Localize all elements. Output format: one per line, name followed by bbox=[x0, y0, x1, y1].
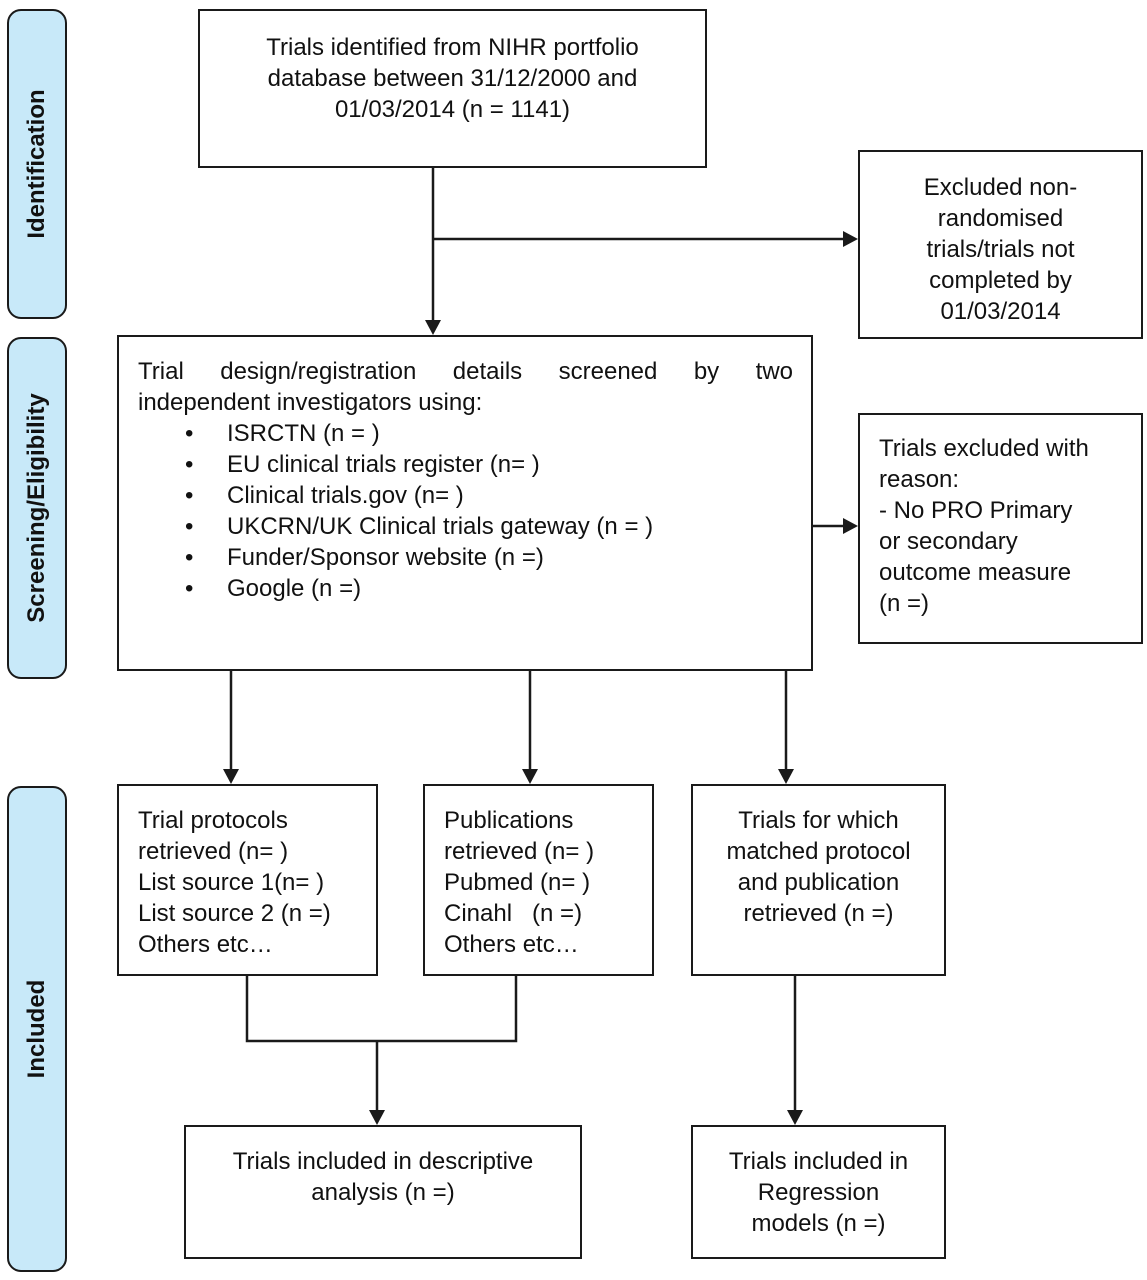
box-line: models (n =) bbox=[751, 1210, 886, 1237]
list-item: UKCRN/UK Clinical trials gateway (n = ) bbox=[138, 511, 793, 542]
arrowhead-regression bbox=[787, 1110, 803, 1125]
phase-identification: Identification bbox=[7, 9, 67, 319]
box-line: List source 2 (n =) bbox=[138, 900, 331, 927]
box-line: Cinahl (n =) bbox=[444, 900, 583, 927]
box-line: randomised bbox=[937, 205, 1064, 232]
arrowhead-publications bbox=[522, 769, 538, 784]
box-line: retrieved (n= ) bbox=[138, 838, 289, 865]
box-line: completed by bbox=[929, 267, 1072, 294]
box-line: Trials excluded with bbox=[879, 435, 1089, 462]
box-excluded-nonrandomised: Excluded non- randomised trials/trials n… bbox=[858, 150, 1143, 339]
box-line: or secondary bbox=[879, 528, 1018, 555]
phase-screening: Screening/Eligibility bbox=[7, 337, 67, 679]
box-matched-trials: Trials for which matched protocol and pu… bbox=[691, 784, 946, 976]
arrowhead-descriptive bbox=[369, 1110, 385, 1125]
box-line: Trials included in descriptive bbox=[232, 1148, 534, 1175]
box-descriptive-analysis: Trials included in descriptive analysis … bbox=[184, 1125, 582, 1259]
box-line: Others etc… bbox=[138, 931, 273, 958]
box-line: Others etc… bbox=[444, 931, 579, 958]
box-line: Trials included in bbox=[728, 1148, 909, 1175]
box-regression-models: Trials included in Regression models (n … bbox=[691, 1125, 946, 1259]
arrowhead-screen bbox=[425, 320, 441, 335]
screening-intro-line2: independent investigators using: bbox=[138, 389, 483, 416]
arrowhead-protocols bbox=[223, 769, 239, 784]
box-line: retrieved (n= ) bbox=[444, 838, 595, 865]
list-item: EU clinical trials register (n= ) bbox=[138, 449, 793, 480]
box-line: and publication bbox=[737, 869, 900, 896]
box-line: Regression bbox=[757, 1179, 880, 1206]
box-trial-protocols: Trial protocols retrieved (n= ) List sou… bbox=[117, 784, 378, 976]
screening-intro-line1: Trial design/registration details screen… bbox=[138, 358, 793, 385]
list-item: ISRCTN (n = ) bbox=[138, 418, 793, 449]
box-line: Trial protocols bbox=[138, 807, 288, 834]
box-line: database between 31/12/2000 and bbox=[267, 65, 638, 92]
box-line: Publications bbox=[444, 807, 574, 834]
screening-source-list: ISRCTN (n = ) EU clinical trials registe… bbox=[138, 418, 793, 604]
box-line: - No PRO Primary bbox=[879, 497, 1073, 524]
box-line: outcome measure bbox=[879, 559, 1072, 586]
box-line: analysis (n =) bbox=[311, 1179, 455, 1206]
box-publications: Publications retrieved (n= ) Pubmed (n= … bbox=[423, 784, 654, 976]
list-item: Clinical trials.gov (n= ) bbox=[138, 480, 793, 511]
box-screening: Trial design/registration details screen… bbox=[117, 335, 813, 671]
box-line: 01/03/2014 (n = 1141) bbox=[334, 96, 571, 123]
arrowhead-excluded bbox=[843, 231, 858, 247]
box-line: List source 1(n= ) bbox=[138, 869, 325, 896]
box-line: 01/03/2014 bbox=[940, 298, 1061, 325]
arrowhead-matched bbox=[778, 769, 794, 784]
box-line: trials/trials not bbox=[926, 236, 1075, 263]
list-item: Google (n =) bbox=[138, 573, 793, 604]
phase-included: Included bbox=[7, 786, 67, 1272]
list-item: Funder/Sponsor website (n =) bbox=[138, 542, 793, 573]
box-line: (n =) bbox=[879, 590, 930, 617]
box-trials-identified: Trials identified from NIHR portfolio da… bbox=[198, 9, 707, 168]
connector-merge bbox=[245, 976, 518, 1043]
box-line: Trials identified from NIHR portfolio bbox=[266, 34, 639, 61]
box-line: retrieved (n =) bbox=[743, 900, 894, 927]
box-line: matched protocol bbox=[726, 838, 911, 865]
box-line: reason: bbox=[879, 466, 960, 493]
box-line: Trials for which bbox=[738, 807, 899, 834]
box-line: Excluded non- bbox=[923, 174, 1078, 201]
arrowhead-excluded-reason bbox=[843, 518, 858, 534]
box-line: Pubmed (n= ) bbox=[444, 869, 591, 896]
box-excluded-with-reason: Trials excluded with reason: - No PRO Pr… bbox=[858, 413, 1143, 644]
